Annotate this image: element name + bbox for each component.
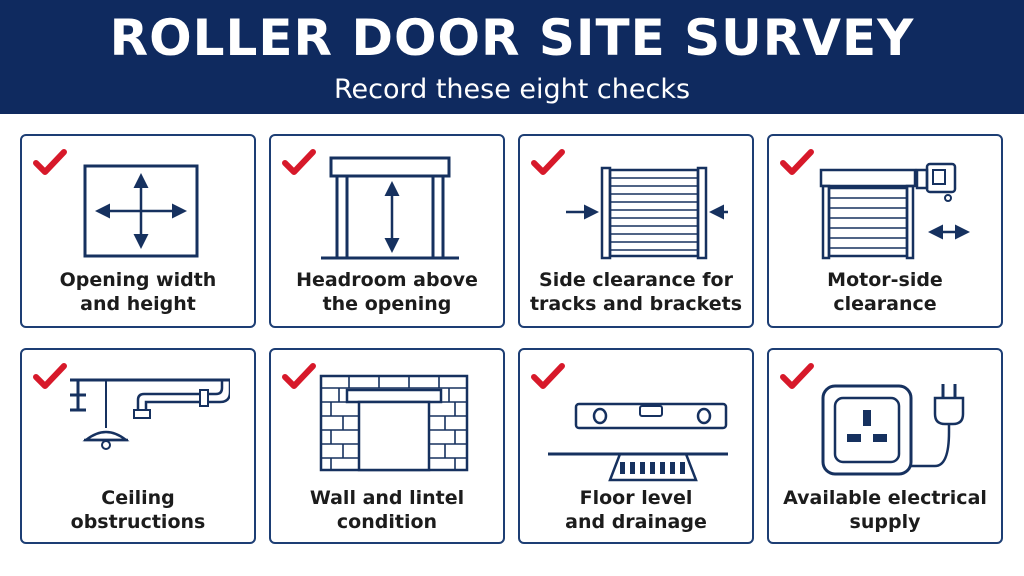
checkmark-icon [282,363,316,389]
check-label: Side clearance for tracks and brackets [529,269,743,315]
check-card-headroom: Headroom above the opening [269,134,505,328]
checkmark-icon [780,149,814,175]
checkmark-icon [282,149,316,175]
page-title: ROLLER DOOR SITE SURVEY [109,9,915,67]
check-label: Wall and lintel condition [309,487,465,533]
check-label: Available electrical supply [783,487,987,533]
checkmark-icon [531,363,565,389]
motor-clearance-icon [819,162,970,260]
check-label: Floor level and drainage [565,487,707,533]
check-card-motor-clearance: Motor-side clearance [767,134,1003,328]
check-label: Headroom above the opening [296,269,478,315]
check-label: Motor-side clearance [827,269,943,315]
spirit-level-drain-icon [548,402,728,482]
page-subtitle: Record these eight checks [333,74,691,105]
check-card-floor-drainage: Floor level and drainage [518,348,754,544]
headroom-icon [321,156,459,260]
checkmark-icon [33,149,67,175]
ceiling-obstructions-icon [70,378,230,450]
check-card-ceiling-obstructions: Ceiling obstructions [20,348,256,544]
side-clearance-icon [566,166,728,260]
check-card-wall-lintel: Wall and lintel condition [269,348,505,544]
checkmark-icon [531,149,565,175]
check-label: Opening width and height [59,269,217,315]
brick-wall-lintel-icon [319,374,469,472]
power-socket-plug-icon [821,384,965,476]
check-card-side-clearance: Side clearance for tracks and brackets [518,134,754,328]
check-card-opening-size: Opening width and height [20,134,256,328]
check-card-electrical-supply: Available electrical supply [767,348,1003,544]
check-label: Ceiling obstructions [70,487,206,533]
header-banner: ROLLER DOOR SITE SURVEY Record these eig… [0,0,1024,114]
checkmark-icon [780,363,814,389]
opening-dimensions-icon [83,164,199,258]
checkmark-icon [33,363,67,389]
checks-grid: Opening width and height Headroom above … [20,134,1004,548]
